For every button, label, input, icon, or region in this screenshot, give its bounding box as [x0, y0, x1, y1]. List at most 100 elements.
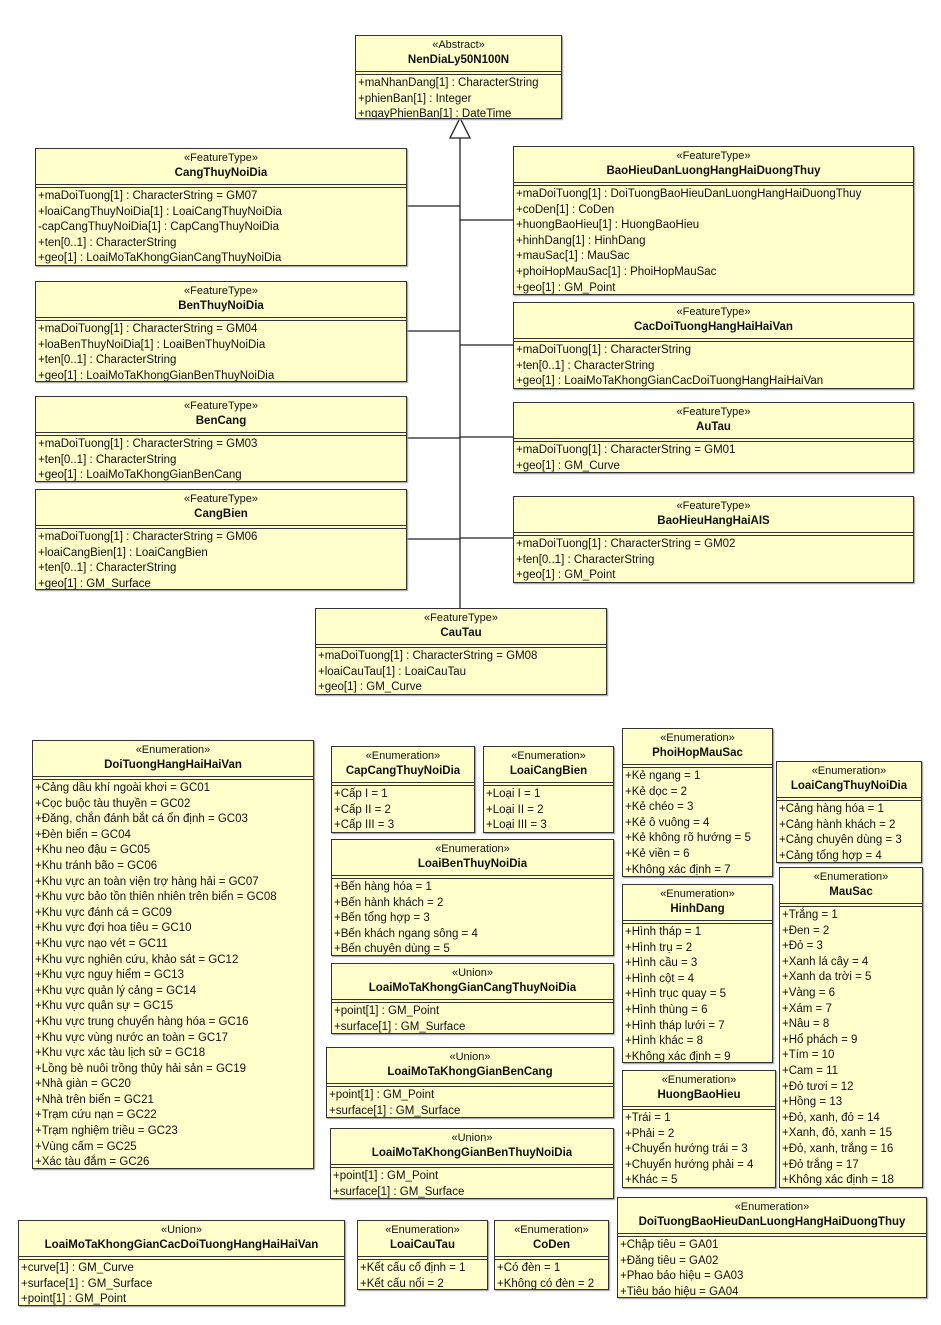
class-header: «Enumeration» DoiTuongHangHaiHaiVan [33, 741, 313, 777]
class-stereotype: «FeatureType» [184, 285, 258, 297]
class-attribute: +Hình tháp = 1 [625, 926, 702, 938]
class-attribute: +Cấp III = 3 [334, 819, 395, 832]
class-name: LoaiBenThuyNoiDia [417, 858, 528, 870]
uml-class-loai-mo-ta-khong-gian-cang-thuy-noi-dia[interactable]: «Union»LoaiMoTaKhongGianCangThuyNoiDia+p… [331, 963, 614, 1034]
uml-class-cang-bien[interactable]: «FeatureType»CangBien+maDoiTuong[1] : Ch… [35, 489, 407, 590]
class-attribute: +point[1] : GM_Point [334, 1005, 440, 1017]
uml-class-cang-thuy-noi-dia[interactable]: «FeatureType»CangThuyNoiDia+maDoiTuong[1… [35, 148, 407, 266]
class-attribute: +Bến khách ngang sông = 4 [334, 927, 478, 940]
class-attribute: +loaiCangBien[1] : LoaiCangBien [38, 546, 208, 559]
class-attribute: +curve[1] : GM_Curve [21, 1262, 134, 1274]
class-attribute: +Trái = 1 [625, 1112, 671, 1124]
class-attributes: +maDoiTuong[1] : CharacterString = GM03+… [36, 435, 406, 481]
class-header: «Enumeration»DoiTuongBaoHieuDanLuongHang… [618, 1198, 926, 1234]
uml-class-loai-mo-ta-khong-gian-cac-doi-tuong-hang-hai-hai-van[interactable]: «Union»LoaiMoTaKhongGianCacDoiTuongHangH… [18, 1220, 345, 1306]
uml-class-co-den[interactable]: «Enumeration»CoDen+Có đèn = 1+Không có đ… [494, 1220, 609, 1290]
uml-class-nen-dia-ly50n100n[interactable]: «Abstract»NenDiaLy50N100N+maNhanDang[1] … [355, 35, 562, 119]
class-attribute: +Hình tháp lưới = 7 [625, 1019, 725, 1032]
uml-class-loai-cang-bien[interactable]: «Enumeration»LoaiCangBien+Loại I = 1+Loạ… [483, 746, 614, 833]
uml-class-cac-doi-tuong-hang-hai-hai-van[interactable]: «FeatureType»CacDoiTuongHangHaiHaiVan+ma… [513, 302, 914, 389]
class-attribute: +phoiHopMauSac[1] : PhoiHopMauSac [516, 265, 717, 278]
class-attribute: +maDoiTuong[1] : CharacterString = GM02 [516, 538, 736, 550]
class-attributes: +Loại I = 1+Loại II = 2+Loại III = 3 [484, 785, 613, 832]
class-name: CangThuyNoiDia [174, 167, 268, 179]
class-header: «FeatureType»BenCang [36, 397, 406, 433]
class-attribute: +ten[0..1] : CharacterString [38, 562, 177, 575]
class-name: DoiTuongHangHaiHaiVan [104, 759, 242, 771]
class-attributes: +Kẻ ngang = 1+Kẻ dọc = 2+Kẻ chéo = 3+Kẻ … [623, 767, 772, 876]
class-attribute: -capCangThuyNoiDia[1] : CapCangThuyNoiDi… [38, 221, 279, 234]
uml-class-huong-bao-hieu[interactable]: «Enumeration»HuongBaoHieu+Trái = 1+Phải … [622, 1070, 776, 1188]
class-attribute: +point[1] : GM_Point [329, 1089, 435, 1101]
uml-class-ben-thuy-noi-dia[interactable]: «FeatureType»BenThuyNoiDia+maDoiTuong[1]… [35, 281, 407, 382]
class-stereotype: «Union» [161, 1224, 202, 1236]
uml-class-phoi-hop-mau-sac[interactable]: «Enumeration»PhoiHopMauSac+Kẻ ngang = 1+… [622, 728, 773, 877]
class-name: HuongBaoHieu [657, 1089, 741, 1101]
class-attribute: +Kết cấu nổi = 2 [360, 1277, 444, 1290]
uml-class-au-tau[interactable]: «FeatureType»AuTau+maDoiTuong[1] : Chara… [513, 402, 914, 473]
class-attribute: +Kẻ không rõ hướng = 5 [625, 832, 751, 845]
uml-class-loai-ben-thuy-noi-dia[interactable]: «Enumeration»LoaiBenThuyNoiDia+Bến hàng … [331, 839, 614, 956]
class-stereotype: «Enumeration» [365, 750, 441, 762]
uml-class-loai-cau-tau[interactable]: «Enumeration»LoaiCauTau+Kết cấu cố định … [357, 1220, 488, 1290]
class-name: BaoHieuDanLuongHangHaiDuongThuy [606, 165, 821, 177]
class-attribute: +Trắng = 1 [782, 909, 838, 921]
uml-class-bao-hieu-hang-hai-ais[interactable]: «FeatureType»BaoHieuHangHaiAIS+maDoiTuon… [513, 496, 914, 583]
class-name: CoDen [532, 1239, 571, 1251]
class-attribute: +Xanh, đỏ, xanh = 15 [782, 1127, 892, 1140]
class-attribute: +Khu vực đợi hoa tiêu = GC10 [35, 922, 192, 935]
uml-class-loai-mo-ta-khong-gian-ben-thuy-noi-dia[interactable]: «Union»LoaiMoTaKhongGianBenThuyNoiDia+po… [330, 1128, 614, 1199]
class-attribute: +Trạm nghiệm triều = GC23 [35, 1125, 178, 1138]
class-attribute: +huongBaoHieu[1] : HuongBaoHieu [516, 219, 700, 232]
class-attribute: +Loại III = 3 [486, 819, 547, 832]
class-attribute: +Hình trụ = 2 [625, 941, 693, 954]
class-attribute: +Khu tránh bão = GC06 [35, 859, 158, 872]
class-attribute: +Chuyển hướng phải = 4 [625, 1158, 754, 1171]
class-attribute: +Tiêu báo hiệu = GA04 [620, 1285, 739, 1298]
class-stereotype: «Union» [451, 1132, 493, 1144]
class-attribute: +Hình khác = 8 [625, 1035, 703, 1048]
class-attributes: +maDoiTuong[1] : CharacterString = GM06+… [36, 528, 406, 589]
class-attribute: +Khu vực vùng nước an toàn = GC17 [35, 1031, 228, 1044]
class-attribute: +Không xác định = 18 [782, 1174, 894, 1187]
class-attribute: +Xám = 7 [782, 1002, 832, 1015]
class-attribute: +Đen = 2 [782, 924, 830, 937]
generalization-arrowhead-icon [448, 116, 472, 139]
class-attribute: +maDoiTuong[1] : CharacterString = GM01 [516, 444, 736, 456]
class-attribute: +Cam = 11 [782, 1064, 839, 1077]
uml-class-mau-sac[interactable]: «Enumeration» MauSac +Trắng = 1 +Đen = 2 +Đỏ… [779, 867, 923, 1188]
class-attribute: +Hình cầu = 3 [625, 957, 698, 970]
class-attribute: +Xác tàu đắm = GC26 [35, 1156, 150, 1169]
class-name: BaoHieuHangHaiAIS [657, 515, 770, 527]
uml-class-cap-cang-thuy-noi-dia[interactable]: «Enumeration»CapCangThuyNoiDia+Cấp I = 1… [331, 746, 475, 833]
uml-class-loai-cang-thuy-noi-dia[interactable]: «Enumeration»LoaiCangThuyNoiDia+Cảng hàn… [776, 761, 922, 863]
class-attribute: +Đỏ = 3 [782, 940, 823, 953]
class-header: «Union»LoaiMoTaKhongGianBenThuyNoiDia [331, 1129, 613, 1165]
uml-class-loai-mo-ta-khong-gian-ben-cang[interactable]: «Union»LoaiMoTaKhongGianBenCang+point[1]… [326, 1047, 614, 1118]
class-attribute: +Khu vực xác tàu lịch sử = GC18 [35, 1047, 206, 1060]
class-name: MauSac [829, 886, 873, 898]
class-stereotype: «FeatureType» [676, 306, 751, 318]
class-stereotype: «FeatureType» [676, 406, 751, 418]
class-stereotype: «Enumeration» [813, 871, 889, 883]
class-attribute: +Cảng chuyên dùng = 3 [779, 834, 902, 847]
class-attribute: +Vùng cấm = GC25 [35, 1140, 137, 1153]
class-attribute: +Đỏ tươi = 12 [782, 1080, 854, 1093]
class-stereotype: «Enumeration» [661, 1074, 737, 1086]
class-attributes: +Kết cấu cố định = 1+Kết cấu nổi = 2 [358, 1259, 487, 1290]
class-stereotype: «Enumeration» [135, 744, 211, 756]
uml-class-ben-cang[interactable]: «FeatureType»BenCang+maDoiTuong[1] : Cha… [35, 396, 407, 482]
uml-class-cau-tau[interactable]: «FeatureType»CauTau+maDoiTuong[1] : Char… [315, 608, 607, 695]
class-attribute: +Cấp II = 2 [334, 803, 391, 816]
uml-class-hinh-dang[interactable]: «Enumeration»HinhDang+Hình tháp = 1+Hình… [622, 884, 773, 1063]
class-attribute: +Nhà giàn = GC20 [35, 1078, 131, 1091]
class-attributes: +maDoiTuong[1] : CharacterString = GM02+… [514, 535, 913, 582]
uml-class-doi-tuong-hang-hai-hai-van[interactable]: «Enumeration»DoiTuongHangHaiHaiVan+Cảng … [32, 740, 314, 1169]
uml-class-doi-tuong-bao-hieu-dan-luong-hang-hai-duong-thuy[interactable]: «Enumeration»DoiTuongBaoHieuDanLuongHang… [617, 1197, 927, 1298]
class-attribute: +Cảng hàng hóa = 1 [779, 803, 884, 815]
uml-class-bao-hieu-dan-luong-hang-hai-duong-thuy[interactable]: «FeatureType»BaoHieuDanLuongHangHaiDuong… [513, 146, 914, 295]
class-stereotype: «FeatureType» [424, 612, 498, 624]
class-attribute: +Khu neo đậu = GC05 [35, 844, 151, 857]
class-attribute: +Đăng tiêu = GA02 [620, 1254, 719, 1267]
